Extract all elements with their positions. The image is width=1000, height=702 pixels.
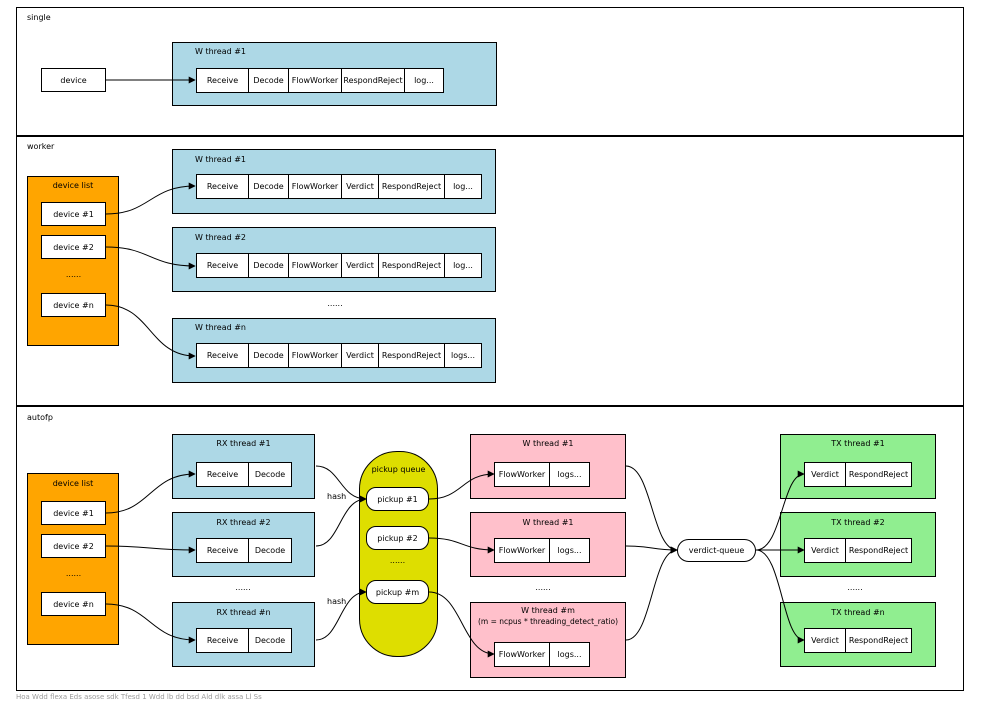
cell-flowworker: FlowWorker <box>288 343 342 368</box>
cell-decode: Decode <box>248 462 292 487</box>
pickup-dots: ...... <box>389 556 406 565</box>
autofp-device-list <box>27 473 119 645</box>
pickup-2: pickup #2 <box>366 526 429 550</box>
cell-verdict: Verdict <box>804 538 846 563</box>
cell-receive: Receive <box>196 628 249 653</box>
cell-flowworker: FlowWorker <box>494 642 550 667</box>
tx-thread-1-title: TX thread #1 <box>831 439 885 448</box>
rx-threads-dots: ...... <box>235 583 251 592</box>
cell-flowworker: FlowWorker <box>288 253 342 278</box>
verdict-queue: verdict-queue <box>677 539 756 562</box>
cell-verdict: Verdict <box>804 628 846 653</box>
section-label-single: single <box>27 13 51 22</box>
rx-thread-1-title: RX thread #1 <box>216 439 271 448</box>
footer-caption: Hoa Wdd flexa Eds asose sdk Tfesd 1 Wdd … <box>16 693 262 701</box>
cell-receive: Receive <box>196 68 249 93</box>
pickup-m: pickup #m <box>366 580 429 604</box>
autofp-wthread-m-subtitle: (m = ncpus * threading_detect_ratio) <box>478 617 618 626</box>
cell-respondreject: RespondReject <box>378 343 445 368</box>
cell-log: log... <box>444 174 482 199</box>
cell-receive: Receive <box>196 253 249 278</box>
cell-respondreject: RespondReject <box>845 462 912 487</box>
section-label-worker: worker <box>27 142 55 151</box>
cell-flowworker: FlowWorker <box>494 538 550 563</box>
pickup-1: pickup #1 <box>366 487 429 511</box>
autofp-device-dots: ...... <box>65 569 82 578</box>
cell-decode: Decode <box>248 538 292 563</box>
autofp-wthread-1-title: W thread #1 <box>522 439 574 448</box>
hash-label: hash <box>327 597 347 606</box>
cell-decode: Decode <box>248 628 292 653</box>
cell-receive: Receive <box>196 343 249 368</box>
cell-receive: Receive <box>196 538 249 563</box>
tx-thread-n-title: TX thread #n <box>831 608 885 617</box>
autofp-device-2: device #2 <box>41 534 106 558</box>
cell-verdict: Verdict <box>341 174 379 199</box>
cell-decode: Decode <box>248 68 289 93</box>
autofp-device-n: device #n <box>41 592 106 616</box>
cell-respondreject: RespondReject <box>341 68 405 93</box>
cell-decode: Decode <box>248 253 289 278</box>
tx-threads-dots: ...... <box>847 583 863 592</box>
cell-log: logs... <box>444 343 482 368</box>
single-wthread-title: W thread #1 <box>195 47 247 56</box>
worker-wthread-1-title: W thread #1 <box>195 155 247 164</box>
cell-decode: Decode <box>248 174 289 199</box>
cell-verdict: Verdict <box>804 462 846 487</box>
pickup-queue-title: pickup queue <box>371 465 426 474</box>
cell-flowworker: FlowWorker <box>288 174 342 199</box>
cell-respondreject: RespondReject <box>378 253 445 278</box>
cell-flowworker: FlowWorker <box>288 68 342 93</box>
cell-receive: Receive <box>196 174 249 199</box>
autofp-wthread-2-title: W thread #1 <box>522 518 574 527</box>
autofp-device-list-title: device list <box>52 479 94 488</box>
autofp-device-1: device #1 <box>41 501 106 525</box>
autofp-wthread-m-title: W thread #m <box>521 606 575 615</box>
autofp-wthreads-dots: ...... <box>535 583 551 592</box>
cell-verdict: Verdict <box>341 253 379 278</box>
section-label-autofp: autofp <box>27 413 53 422</box>
worker-threads-dots: ...... <box>327 299 343 308</box>
cell-respondreject: RespondReject <box>378 174 445 199</box>
cell-logs: logs... <box>549 462 590 487</box>
worker-device-list-title: device list <box>52 181 94 190</box>
cell-logs: logs... <box>549 538 590 563</box>
cell-receive: Receive <box>196 462 249 487</box>
worker-device-dots: ...... <box>65 270 82 279</box>
cell-verdict: Verdict <box>341 343 379 368</box>
worker-wthread-n-title: W thread #n <box>195 323 246 332</box>
rx-thread-n-title: RX thread #n <box>216 608 271 617</box>
cell-decode: Decode <box>248 343 289 368</box>
worker-device-n: device #n <box>41 293 106 317</box>
cell-log: log... <box>444 253 482 278</box>
rx-thread-2-title: RX thread #2 <box>216 518 271 527</box>
hash-label: hash <box>327 492 347 501</box>
cell-respondreject: RespondReject <box>845 628 912 653</box>
cell-log: log... <box>404 68 444 93</box>
tx-thread-2-title: TX thread #2 <box>831 518 885 527</box>
worker-device-2: device #2 <box>41 235 106 259</box>
worker-wthread-2-title: W thread #2 <box>195 233 247 242</box>
cell-respondreject: RespondReject <box>845 538 912 563</box>
cell-flowworker: FlowWorker <box>494 462 550 487</box>
worker-device-1: device #1 <box>41 202 106 226</box>
pickup-queue <box>359 451 438 657</box>
single-device: device <box>41 68 106 92</box>
cell-logs: logs... <box>549 642 590 667</box>
